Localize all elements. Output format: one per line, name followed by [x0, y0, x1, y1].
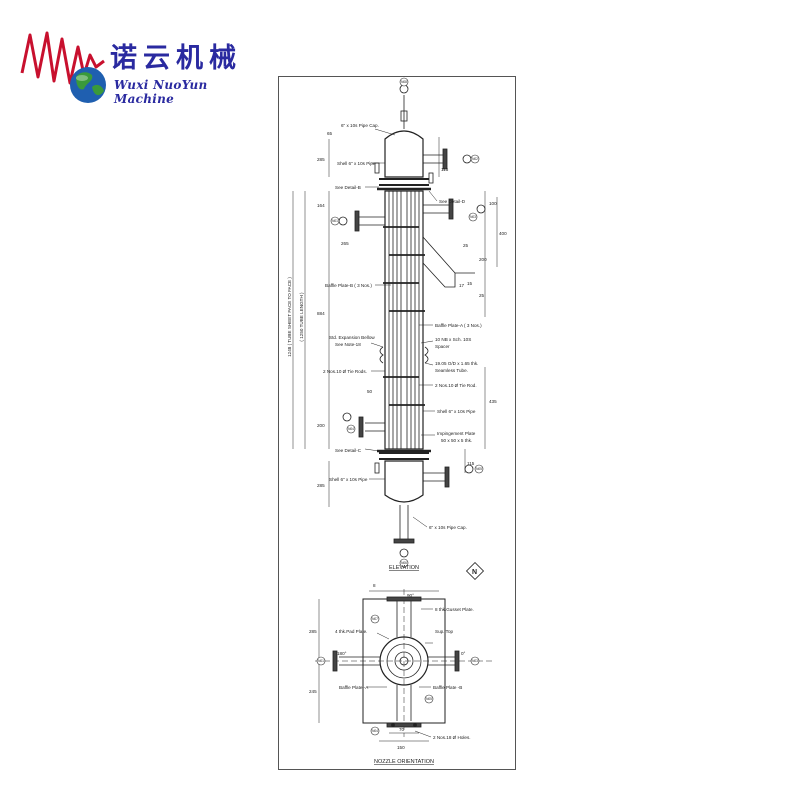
plan-label-baffle-a: Baffle Plate -A [339, 685, 369, 690]
nozzle-tag-lower-right: N05 [476, 467, 482, 471]
label-detail-d: See Detail-D [439, 199, 466, 204]
elev-dim-25-b: 25 [479, 293, 485, 298]
plan-angle-180: 180° [337, 651, 347, 656]
plan-angle-90: 90° [407, 593, 414, 598]
label-baffle-a: Baffle Plate-A ( 3 Nos.) [435, 323, 482, 328]
label-spacer-2: Spacer [435, 344, 450, 349]
label-baffle-b: Baffle Plate-B ( 3 Nos.) [325, 283, 372, 288]
label-spacer: 10 NB x Sch. 10S [435, 337, 471, 342]
plan-dim-245: 245 [309, 689, 317, 694]
elev-dim-15: 15 [467, 281, 473, 286]
plan-label-gusset: 8 thk.Gusset Plate. [435, 607, 474, 612]
technical-drawing: 6" x 10s Pipe Cap. Shell 6" x 10s Pipe S… [287, 77, 507, 765]
label-pipe-cap-top: 6" x 10s Pipe Cap. [341, 123, 379, 128]
elev-dim-100: 100 [489, 201, 497, 206]
label-shell-top: Shell 6" x 10s Pipe [337, 161, 376, 166]
elev-tube-length: ( 1250 TUBE LENGTH ) [299, 292, 304, 342]
label-tube-2: Seamless Tube. [435, 368, 468, 373]
elev-dim-884: 884 [317, 311, 325, 316]
nozzle-tag-top-right: N02 [472, 157, 478, 161]
plan-label-holes: 2 Nos.18 Ø Holes. [433, 735, 471, 740]
elev-dim-164: 164 [317, 203, 325, 208]
label-tie-right: 2 Nos.10 Ø Tie Rod. [435, 383, 477, 388]
nozzle-tag-bottom: N06 [401, 561, 407, 565]
logo-wave-mark [20, 31, 105, 85]
plan-label-sup-top: Sup. Top [435, 629, 453, 634]
logo-graphic [20, 31, 106, 103]
plan-label-pad: 4 thk.Pad Plate. [335, 629, 367, 634]
plan-dim-285: 285 [309, 629, 317, 634]
plan-nozzle-tag-top: N07 [372, 617, 378, 621]
label-pipe-cap-bottom: 6" x 10s Pipe Cap. [429, 525, 467, 530]
logo-brand-chinese: 诺云机械 [110, 43, 242, 74]
label-impingement-2: 50 x 50 x 5 thk. [441, 438, 472, 443]
elevation-title: ELEVATION [389, 565, 419, 571]
nozzle-orientation-view [315, 589, 493, 742]
nozzle-tag-right: N03 [470, 215, 476, 219]
label-detail-b: See Detail-B [335, 185, 361, 190]
label-tube: 19.05 O/D x 1.65 thk. [435, 361, 478, 366]
logo-globe-icon [70, 67, 106, 103]
north-label: N [472, 569, 477, 576]
elev-dim-200-b: 200 [317, 423, 325, 428]
elev-dim-435: 435 [489, 399, 497, 404]
logo-brand-english: Wuxi NuoYun Machine [114, 78, 208, 106]
plan-angle-0: 0° [461, 651, 466, 656]
plan-dim-8: 8 [373, 583, 376, 588]
elev-dim-285-bottom: 285 [317, 483, 325, 488]
label-impingement: Impingement Plate [437, 431, 476, 436]
label-expansion: Std. Expansion Bellow [329, 335, 375, 340]
elev-dim-265: 265 [341, 241, 349, 246]
label-detail-c: See Detail-C [335, 448, 362, 453]
nozzle-tag-top: N08 [401, 80, 407, 84]
company-logo: 诺云机械 Wuxi NuoYun Machine [20, 25, 270, 110]
plan-nozzle-tag-left: N01 [318, 659, 324, 663]
plan-nozzle-tag-bottom: N04 [372, 729, 378, 733]
nozzle-tag-lower-left: N04 [348, 427, 354, 431]
elev-dim-115-top: 115 [441, 167, 449, 172]
label-shell-bottom: Shell 6" x 10s Pipe [329, 477, 368, 482]
elevation-view [292, 84, 498, 558]
elev-dim-400: 400 [499, 231, 507, 236]
label-shell-mid: Shell 6" x 10s Pipe [437, 409, 476, 414]
plan-nozzle-tag-lower: N05 [426, 697, 432, 701]
drawing-sheet: 6" x 10s Pipe Cap. Shell 6" x 10s Pipe S… [278, 76, 516, 770]
elev-dim-25-a: 25 [463, 243, 469, 248]
elev-dim-17: 17 [459, 283, 465, 288]
elev-dim-65: 65 [327, 131, 333, 136]
elev-dim-50: 50 [367, 389, 373, 394]
plan-dim-150: 150 [397, 745, 405, 750]
elev-dim-200-a: 200 [479, 257, 487, 262]
elev-dim-285-top: 285 [317, 157, 325, 162]
plan-dim-70: 70 [399, 727, 405, 732]
nozzle-tag-left: N01 [332, 219, 338, 223]
label-tie-left: 2 Nos.10 Ø Tie Rods. [323, 369, 367, 374]
elev-dim-115-bottom: 115 [467, 461, 475, 466]
plan-nozzle-tag-right: N03 [472, 659, 478, 663]
elev-overall-dim: 1248 ( TUBE SHEET FACE TO FACE ) [287, 277, 292, 357]
label-expansion-note: See Note-18 [335, 342, 361, 347]
plan-label-baffle-b: Baffle Plate -B [433, 685, 462, 690]
nozzle-orientation-title: NOZZLE ORIENTATION [374, 759, 434, 765]
